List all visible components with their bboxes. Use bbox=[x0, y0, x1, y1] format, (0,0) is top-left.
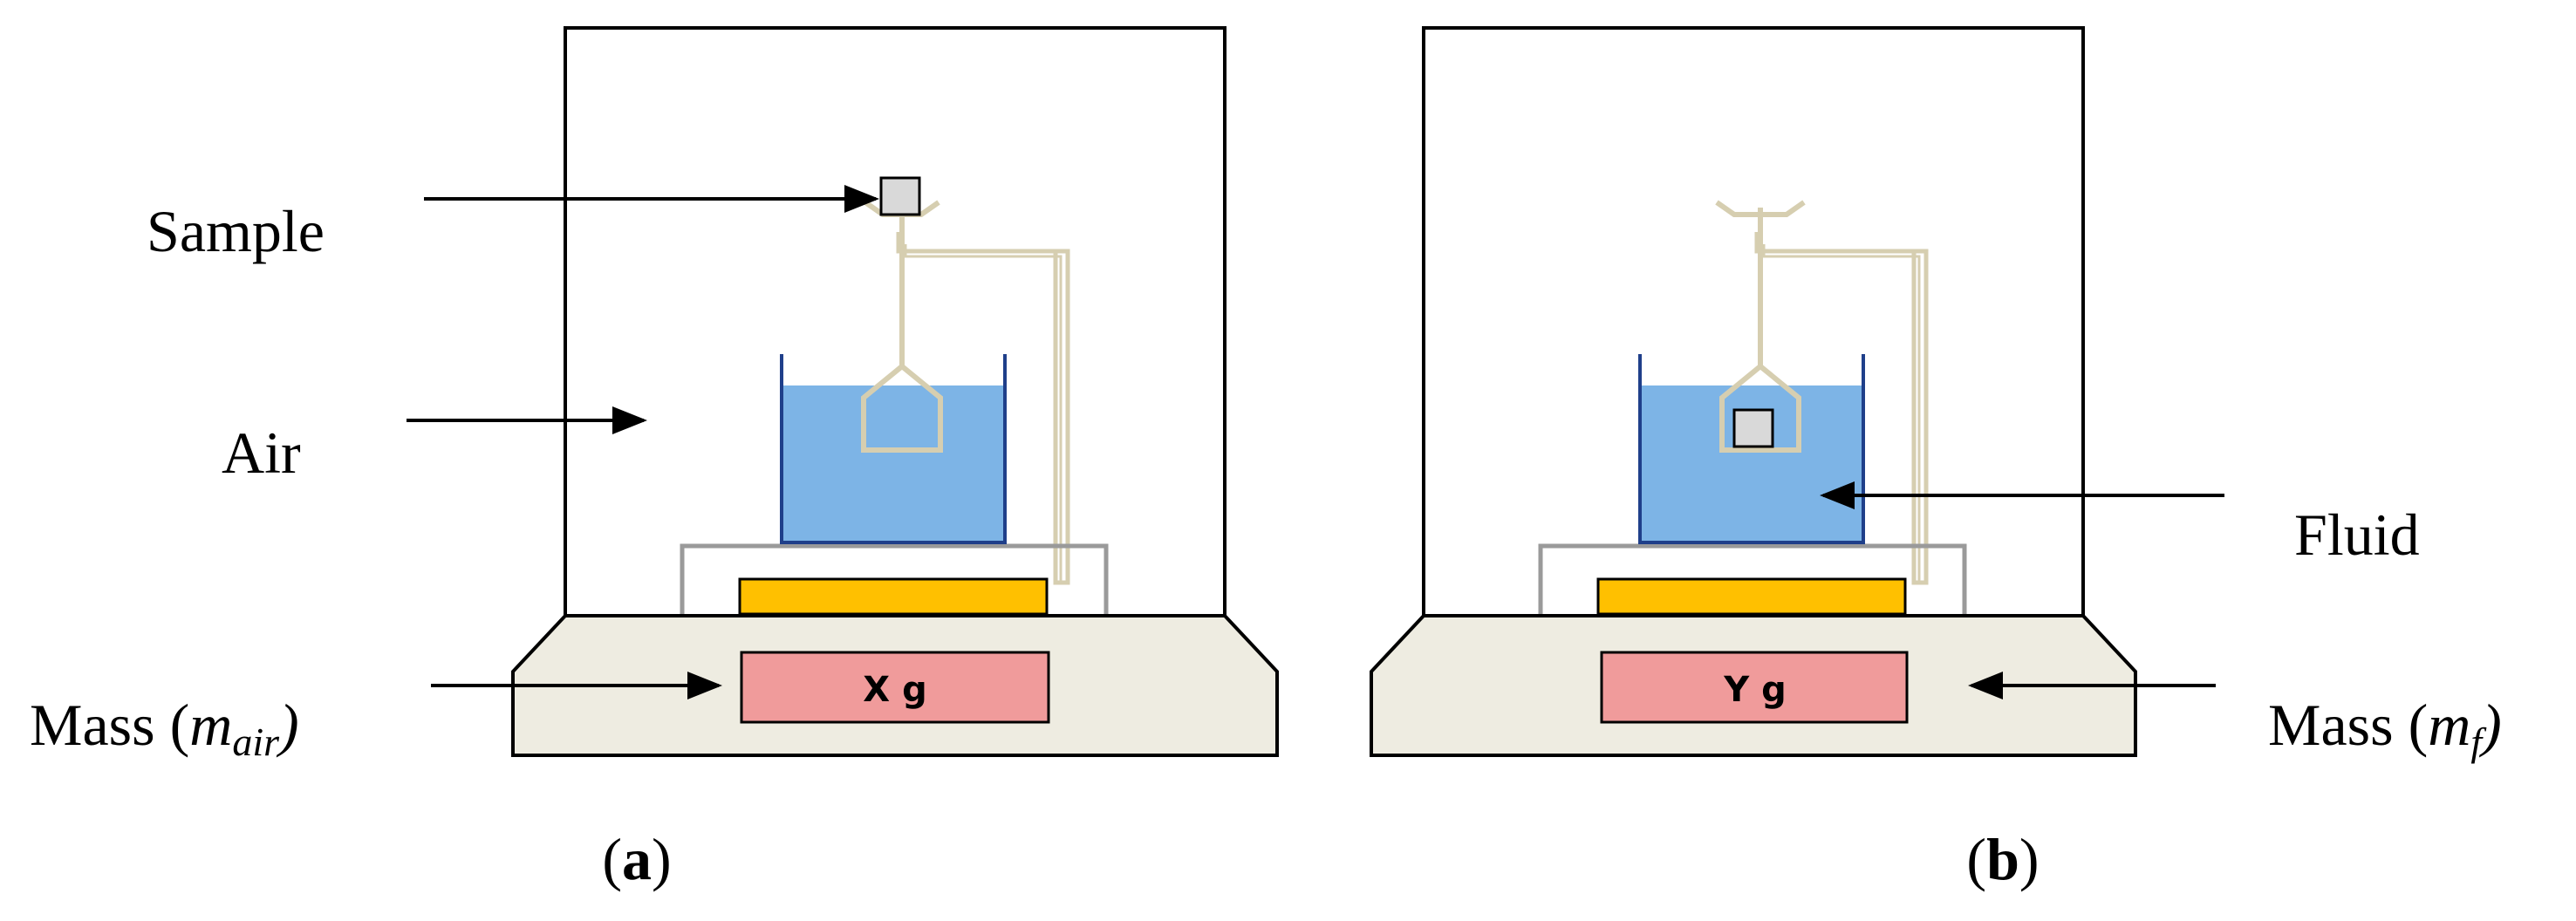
support-frame-b-inner bbox=[1762, 244, 1921, 583]
label-fluid: Fluid bbox=[2294, 501, 2420, 568]
panel-a: X g Sample Air Mass (mair) (a) bbox=[30, 26, 1279, 892]
balance-pan-a bbox=[738, 577, 1049, 616]
label-mass-b: Mass (mf) bbox=[2268, 692, 2502, 764]
support-frame-a bbox=[896, 232, 1070, 585]
basket-a bbox=[861, 363, 943, 453]
display-reading-b: Y g bbox=[1723, 670, 1787, 710]
beaker-a bbox=[780, 354, 1007, 544]
label-air: Air bbox=[222, 420, 301, 486]
basket-b bbox=[1719, 363, 1801, 453]
caption-a: (a) bbox=[602, 826, 671, 892]
display-reading-a: X g bbox=[863, 670, 926, 710]
fluid-a bbox=[782, 385, 1005, 542]
beaker-b bbox=[1638, 354, 1865, 544]
sample-a bbox=[879, 176, 921, 216]
platform-b bbox=[1538, 543, 1967, 616]
display-b bbox=[1600, 651, 1909, 724]
top-cradle-b bbox=[1715, 200, 1806, 217]
label-mass-a: Mass (mair) bbox=[30, 692, 299, 764]
display-a bbox=[740, 651, 1050, 724]
caption-b: (b) bbox=[1966, 826, 2039, 892]
panel-b: Y g Fluid Mass (mf) (b) bbox=[1370, 26, 2502, 892]
sample-b bbox=[1732, 408, 1774, 448]
balance-pan-b bbox=[1596, 577, 1907, 616]
support-frame-b bbox=[1754, 232, 1929, 585]
label-sample: Sample bbox=[147, 198, 325, 264]
platform-a bbox=[680, 543, 1109, 616]
support-frame-a-inner bbox=[904, 244, 1063, 583]
